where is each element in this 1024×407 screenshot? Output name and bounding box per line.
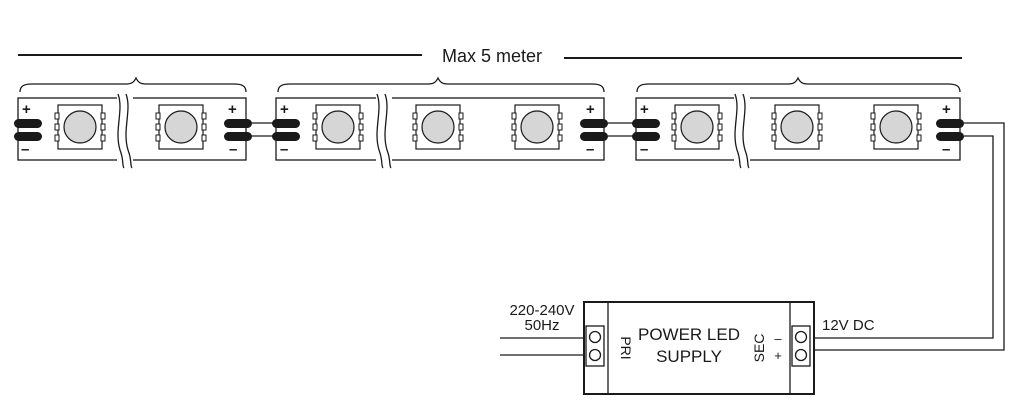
plus-sign: + xyxy=(640,101,649,118)
cut-gap xyxy=(117,94,133,166)
cut-line xyxy=(384,93,392,169)
solder-pad-negative xyxy=(632,132,660,141)
segment-brace xyxy=(19,76,247,93)
solder-pad-negative xyxy=(936,132,964,141)
cut-line xyxy=(742,93,750,169)
minus-sign: – xyxy=(640,141,648,158)
primary-terminal-block xyxy=(585,325,605,367)
secondary-plus-sign: + xyxy=(774,348,782,363)
solder-pad-negative xyxy=(224,132,252,141)
strip-segment-1: + – + – xyxy=(14,76,252,169)
led-chip xyxy=(312,104,364,150)
secondary-label: SEC xyxy=(751,334,767,363)
cut-line xyxy=(117,93,125,169)
wire-positive xyxy=(814,122,1005,351)
strip-segment-3: + – + xyxy=(632,76,964,169)
minus-sign: – xyxy=(280,141,288,158)
input-frequency-label: 50Hz xyxy=(524,317,559,334)
cut-gap xyxy=(734,94,750,166)
power-supply-body xyxy=(583,301,815,395)
led-chip xyxy=(54,104,106,150)
plus-sign: + xyxy=(22,101,31,118)
length-label: Max 5 meter xyxy=(442,46,542,66)
led-chip xyxy=(771,104,823,150)
cut-gap xyxy=(376,94,392,166)
led-chip xyxy=(671,104,723,150)
solder-pad-positive xyxy=(632,119,660,128)
solder-pad-positive xyxy=(14,119,42,128)
solder-pad-positive xyxy=(936,119,964,128)
solder-pad-positive xyxy=(224,119,252,128)
cut-line xyxy=(734,93,742,169)
plus-sign: + xyxy=(280,101,289,118)
primary-label: PRI xyxy=(618,336,634,359)
power-supply-title-line2: SUPPLY xyxy=(656,347,722,366)
strip-segment-2: + – + xyxy=(272,76,608,169)
cut-line xyxy=(376,93,384,169)
power-supply: PRI POWER LED SUPPLY SEC – + xyxy=(583,301,815,395)
solder-pad-negative xyxy=(14,132,42,141)
led-chip xyxy=(412,104,464,150)
led-chip xyxy=(155,104,207,150)
plus-sign: + xyxy=(228,101,237,118)
minus-sign: – xyxy=(586,141,594,158)
led-chip xyxy=(511,104,563,150)
solder-pad-negative xyxy=(272,132,300,141)
segment-brace xyxy=(636,76,961,93)
input-voltage-label: 220-240V xyxy=(509,302,574,319)
output-voltage-label: 12V DC xyxy=(822,317,875,334)
led-strip: + – + – xyxy=(14,76,964,169)
segment-connector-wire xyxy=(252,122,276,137)
led-chip xyxy=(870,104,922,150)
secondary-minus-sign: – xyxy=(774,331,782,346)
minus-sign: – xyxy=(21,141,29,158)
power-supply-title-line1: POWER LED xyxy=(638,325,740,344)
minus-sign: – xyxy=(229,141,237,158)
ac-input-wires xyxy=(500,337,584,356)
length-dimension: Max 5 meter xyxy=(18,46,962,66)
minus-sign: – xyxy=(942,141,950,158)
solder-pad-positive xyxy=(272,119,300,128)
segment-connector-wire xyxy=(608,122,634,137)
solder-pad-positive xyxy=(580,119,608,128)
dc-output-wires xyxy=(814,122,1005,351)
cut-line xyxy=(125,93,133,169)
plus-sign: + xyxy=(942,101,951,118)
secondary-terminal-block xyxy=(791,325,811,367)
solder-pad-negative xyxy=(580,132,608,141)
plus-sign: + xyxy=(586,101,595,118)
wire-negative xyxy=(814,135,994,339)
segment-brace xyxy=(277,76,605,93)
